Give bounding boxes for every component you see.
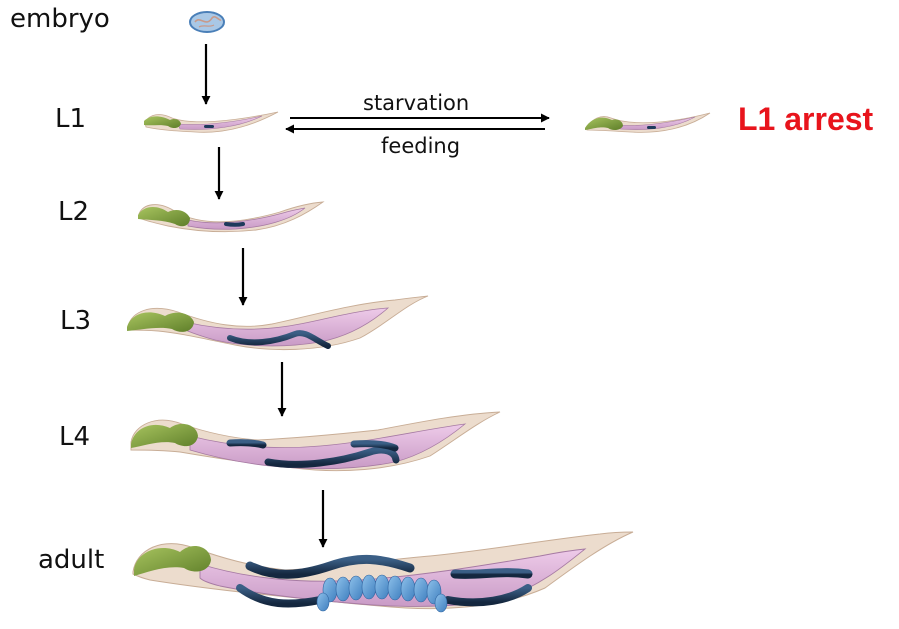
worm-l4 [130,411,501,472]
worm-adult [132,531,634,613]
feeding-label: feeding [381,134,461,158]
stage-label-embryo: embryo [10,4,110,34]
worm-l1 [144,111,279,133]
stage-label-l3: L3 [60,306,92,336]
egg-icon [316,574,448,613]
worm-l2 [138,201,325,233]
worm-l1-arrest [585,112,711,133]
stage-label-adult: adult [38,545,105,575]
worm-l3 [127,295,429,351]
stage-label-l1: L1 [55,104,87,134]
stage-label-l2: L2 [58,197,90,227]
stage-label-l4: L4 [59,422,91,452]
embryo-icon [189,11,225,33]
starvation-label: starvation [363,91,470,115]
l1-arrest-label: L1 arrest [738,101,874,137]
